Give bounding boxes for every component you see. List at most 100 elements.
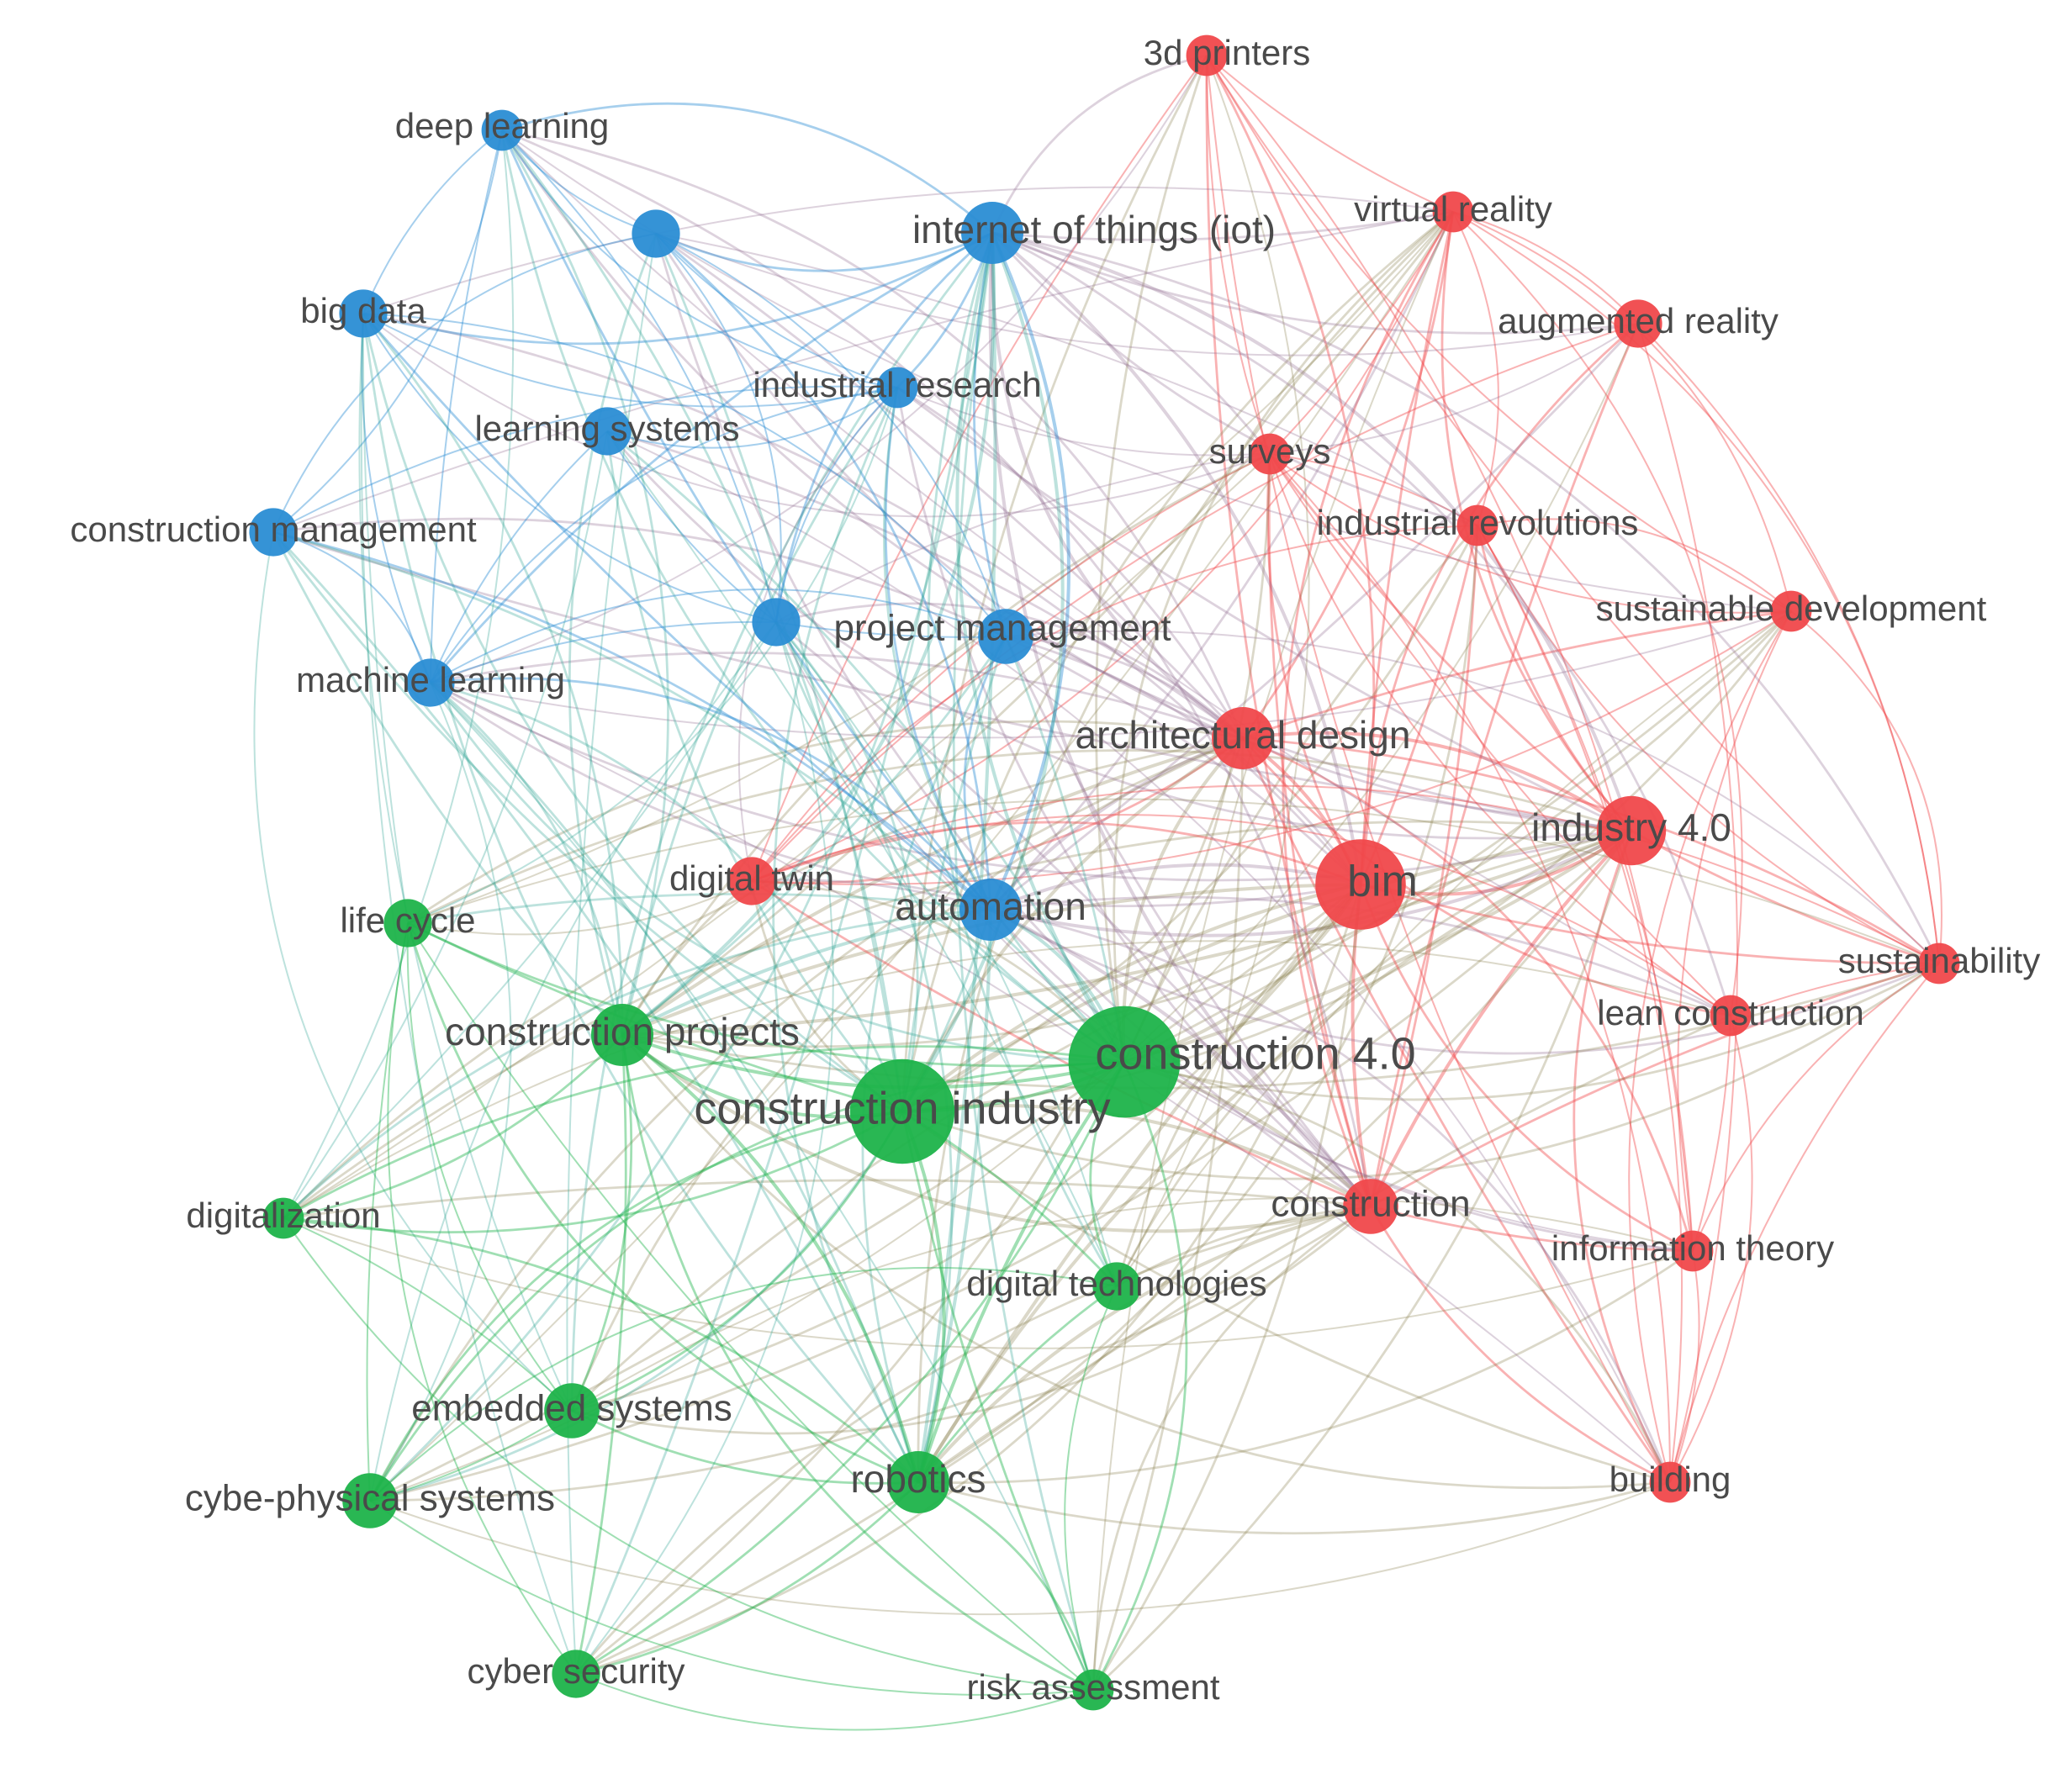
edge-unlabeled-blue-project-management-dot: [655, 233, 782, 623]
edge-digital-technologies-risk-assessment: [1064, 1285, 1118, 1691]
edge-project-management-machine-learning: [430, 589, 1007, 684]
edge-augmented-reality-unlabeled-blue: [655, 233, 1639, 356]
edge-surveys-internet-of-things: [991, 231, 1271, 455]
edge-industry-4-0-unlabeled-blue: [654, 233, 1632, 832]
edge-life-cycle-risk-assessment: [407, 922, 1094, 1691]
edge-3d-printers-bim: [1205, 55, 1376, 885]
node-construction[interactable]: [1343, 1179, 1398, 1234]
edge-project-management-construction-4-0: [1004, 636, 1126, 1063]
edge-unlabeled-blue-cyber-security: [566, 233, 657, 1675]
edge-machine-learning-automation: [430, 677, 992, 911]
node-construction-industry[interactable]: [849, 1058, 955, 1164]
edge-robotics-cyber-security: [575, 1481, 919, 1676]
edge-bim-risk-assessment: [1092, 884, 1362, 1691]
node-augmented-reality[interactable]: [1614, 299, 1662, 348]
node-lean-construction[interactable]: [1710, 995, 1752, 1037]
edge-construction-internet-of-things: [988, 232, 1372, 1208]
edge-sustainable-development-construction-industry: [901, 610, 1793, 1113]
edge-surveys-project-management-dot: [775, 453, 1271, 623]
node-construction-management[interactable]: [249, 508, 298, 557]
edge-construction-management-automation: [272, 531, 991, 911]
edge-industrial-revolutions-bim: [1359, 525, 1479, 885]
edge-industrial-revolutions-digital-twin: [751, 525, 1478, 882]
edge-surveys-industry-4-0: [1268, 453, 1632, 832]
edge-construction-management-embedded-systems: [253, 531, 573, 1412]
node-label-industrial-research: industrial research: [753, 365, 1041, 404]
node-life-cycle[interactable]: [383, 899, 432, 948]
node-project-management[interactable]: [978, 609, 1033, 664]
node-project-management-dot[interactable]: [752, 598, 801, 647]
node-bim[interactable]: [1315, 839, 1406, 930]
edge-industrial-research-machine-learning: [430, 387, 898, 684]
node-building[interactable]: [1649, 1461, 1691, 1503]
node-surveys[interactable]: [1249, 433, 1291, 475]
edge-3d-printers-machine-learning: [430, 55, 1208, 684]
edge-construction-cyber-physical-systems: [369, 1205, 1372, 1502]
edge-information-theory-automation: [989, 909, 1694, 1253]
node-label-industrial-revolutions: industrial revolutions: [1317, 503, 1639, 542]
edge-digital-technologies-robotics: [917, 1285, 1118, 1483]
node-construction-projects[interactable]: [591, 1004, 653, 1066]
node-deep-learning[interactable]: [481, 109, 523, 151]
edge-architectural-design-cyber-security: [575, 737, 1245, 1676]
edge-3d-printers-internet-of-things: [991, 54, 1208, 234]
edge-surveys-digitalization: [283, 453, 1271, 1219]
edge-construction-unlabeled-blue: [654, 233, 1372, 1208]
node-industry-4-0[interactable]: [1596, 795, 1667, 866]
node-sustainable-development[interactable]: [1770, 590, 1812, 632]
edge-surveys-construction-projects: [621, 452, 1271, 1036]
edge-surveys-sustainable-development: [1269, 453, 1792, 614]
node-digitalization[interactable]: [262, 1197, 304, 1239]
node-big-data[interactable]: [339, 289, 388, 338]
edge-embedded-systems-robotics: [571, 1409, 919, 1485]
edge-bim-cyber-security: [575, 884, 1362, 1676]
node-virtual-reality[interactable]: [1432, 191, 1474, 233]
node-robotics[interactable]: [887, 1451, 949, 1513]
node-construction-4-0[interactable]: [1068, 1006, 1181, 1118]
node-risk-assessment[interactable]: [1072, 1669, 1114, 1711]
edge-industrial-research-robotics: [772, 387, 920, 1483]
node-machine-learning[interactable]: [406, 658, 455, 707]
node-cyber-security[interactable]: [552, 1650, 600, 1698]
node-digital-technologies[interactable]: [1092, 1262, 1141, 1311]
node-internet-of-things[interactable]: [961, 202, 1023, 264]
edge-sustainable-development-architectural-design: [1242, 610, 1792, 740]
edge-virtual-reality-bim: [1359, 211, 1455, 885]
edge-digital-twin-life-cycle: [407, 880, 753, 936]
edge-big-data-robotics: [362, 313, 920, 1483]
node-embedded-systems[interactable]: [544, 1383, 600, 1439]
edge-augmented-reality-automation: [990, 323, 1640, 911]
edge-industry-4-0-embedded-systems: [571, 829, 1632, 1412]
edge-automation-life-cycle: [407, 892, 991, 925]
edge-digital-twin-construction: [751, 879, 1372, 1208]
node-information-theory[interactable]: [1672, 1230, 1714, 1272]
node-3d-printers[interactable]: [1186, 34, 1228, 77]
edge-learning-systems-construction-industry: [605, 430, 904, 1112]
node-label-sustainability: sustainability: [1838, 941, 2040, 980]
edge-architectural-design-risk-assessment: [1092, 737, 1245, 1691]
edge-building-learning-systems: [606, 430, 1671, 1483]
edge-sustainable-development-construction-projects: [621, 610, 1793, 1048]
edge-information-theory-building: [1669, 1250, 1700, 1483]
node-unlabeled-blue[interactable]: [632, 209, 680, 258]
node-sustainability[interactable]: [1918, 942, 1960, 985]
node-cyber-physical-systems[interactable]: [342, 1473, 398, 1528]
edge-unlabeled-blue-construction-management: [272, 233, 657, 533]
edge-virtual-reality-sustainability: [1452, 211, 1940, 964]
edge-information-theory-embedded-systems: [571, 1196, 1694, 1412]
node-industrial-revolutions[interactable]: [1456, 504, 1498, 546]
edge-deep-learning-industrial-research: [501, 129, 898, 388]
edge-industry-4-0-life-cycle: [407, 749, 1632, 925]
edge-construction-industry-digitalization: [283, 1110, 903, 1234]
node-digital-twin[interactable]: [727, 857, 776, 905]
node-learning-systems[interactable]: [583, 407, 632, 456]
node-label-digital-twin: digital twin: [669, 858, 834, 898]
node-automation[interactable]: [959, 879, 1022, 941]
node-industrial-research[interactable]: [876, 367, 918, 409]
edge-construction-industry-risk-assessment: [901, 1111, 1095, 1691]
node-label-deep-learning: deep learning: [395, 106, 610, 145]
edge-surveys-big-data: [362, 313, 1271, 518]
edge-construction-industrial-research: [896, 387, 1372, 1208]
node-architectural-design[interactable]: [1212, 707, 1274, 769]
